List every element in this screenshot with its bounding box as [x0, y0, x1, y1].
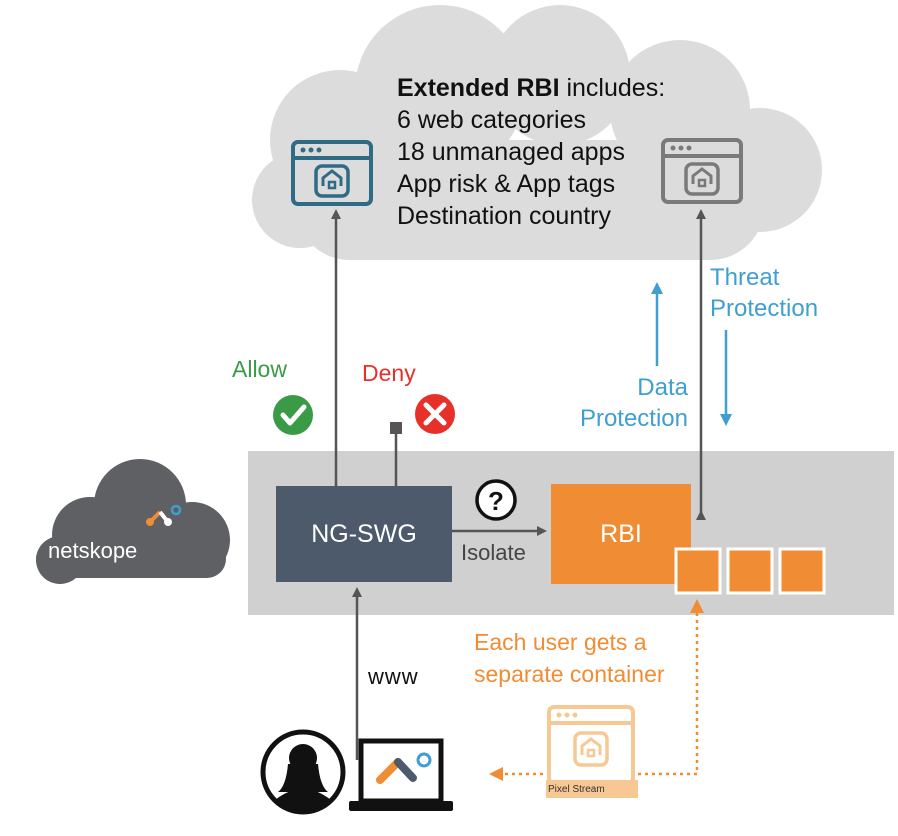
ngswg-label: NG-SWG [311, 519, 417, 548]
threat-protection-label: Threat Protection [710, 264, 819, 322]
browser-home-icon [291, 140, 373, 206]
rbi-box [551, 484, 691, 584]
extended-rbi-cloud [252, 5, 822, 260]
user-container [674, 547, 722, 595]
browser-home-icon [547, 705, 635, 785]
rbi-item: 6 web categories [397, 106, 587, 134]
user-container [726, 547, 774, 595]
netskope-logo-cloud [36, 459, 230, 584]
x-circle-icon [415, 394, 455, 434]
user-icon [260, 729, 346, 815]
www-label: www [368, 664, 419, 689]
allow-label: Allow [232, 356, 287, 382]
user-container [778, 547, 826, 595]
ngswg-box [276, 486, 452, 582]
rbi-item: Destination country [397, 202, 612, 230]
extended-rbi-heading: Extended RBI includes: [397, 74, 666, 102]
data-protection-label: Data Protection [579, 374, 688, 432]
browser-home-icon [661, 138, 743, 204]
pixel-stream-tag [546, 780, 638, 798]
rbi-item: 18 unmanaged apps [397, 138, 625, 166]
netskope-logo-text: netskope [48, 538, 138, 563]
rbi-label: RBI [600, 519, 642, 548]
question-circle-icon: ? [475, 479, 517, 521]
deny-label: Deny [362, 360, 416, 386]
separate-container-note: Each user gets a separate container [474, 629, 665, 687]
deny-stop-square [390, 422, 402, 434]
extended-rbi-text: Extended RBI includes: 6 web categories … [397, 72, 665, 232]
laptop-icon [349, 738, 453, 811]
pixel-stream-label: Pixel Stream [548, 784, 605, 795]
svg-text:?: ? [488, 486, 504, 516]
netskope-logo-icon [146, 504, 182, 526]
check-circle-icon [273, 395, 313, 435]
isolate-label: Isolate [461, 540, 526, 565]
rbi-item: App risk & App tags [397, 170, 616, 198]
